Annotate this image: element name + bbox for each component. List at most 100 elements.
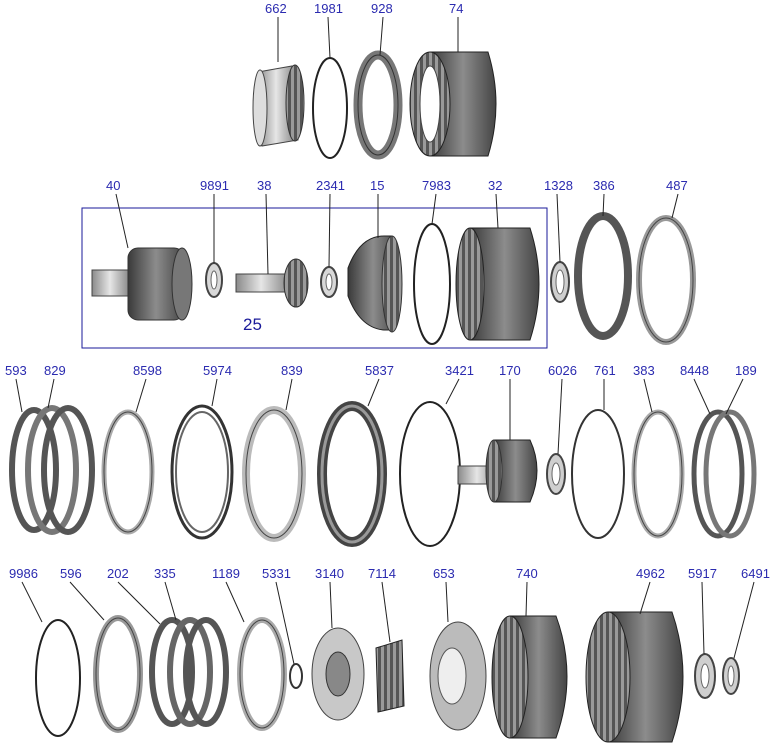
leader-5917 (701, 581, 705, 655)
leader-5331 (275, 581, 295, 665)
leader-8448 (693, 378, 711, 415)
part-label-1981: 1981 (314, 1, 343, 16)
part-829-clutch-pack (25, 405, 95, 535)
leader-8598 (135, 378, 147, 413)
leader-3421 (445, 378, 460, 405)
part-label-170: 170 (499, 363, 521, 378)
part-label-9891: 9891 (200, 178, 229, 193)
part-label-5837: 5837 (365, 363, 394, 378)
leader-189 (725, 378, 744, 415)
leader-6026 (557, 378, 563, 455)
leader-928 (379, 16, 384, 56)
leader-839 (285, 378, 293, 411)
part-label-3140: 3140 (315, 566, 344, 581)
leader-7114 (381, 581, 391, 643)
part-335-clutch-pack (167, 617, 229, 727)
leader-7983 (431, 193, 437, 225)
part-label-4962: 4962 (636, 566, 665, 581)
part-386-clutch-plate (574, 212, 632, 340)
leader-32 (495, 193, 499, 229)
leader-740 (525, 581, 528, 617)
part-label-829: 829 (44, 363, 66, 378)
part-1981-snap-ring (312, 57, 348, 159)
leader-1328 (556, 193, 561, 263)
part-2341-washer (320, 266, 338, 298)
part-653-hub (429, 621, 487, 731)
part-593-clutch-pack (9, 407, 59, 533)
part-38-shaft (235, 258, 309, 308)
part-6491-washer (722, 657, 740, 695)
part-label-5974: 5974 (203, 363, 232, 378)
leader-3140 (329, 581, 333, 629)
part-label-2341: 2341 (316, 178, 345, 193)
leader-487 (671, 193, 679, 219)
part-928-bearing (353, 50, 403, 160)
part-label-662: 662 (265, 1, 287, 16)
part-189-clutch-plate (703, 409, 757, 539)
part-839-piston-ring (242, 406, 306, 542)
leader-38 (265, 193, 269, 275)
part-170-gear-hub (457, 439, 538, 503)
part-3140-hub (311, 627, 365, 721)
leader-2341 (328, 193, 331, 268)
part-40-planetary-carrier (91, 247, 193, 321)
part-5917-washer (694, 653, 716, 699)
part-8598-steel-plate (101, 409, 155, 535)
part-1189-steel-plate (237, 617, 287, 731)
part-label-8598: 8598 (133, 363, 162, 378)
part-5837-piston (317, 401, 387, 547)
part-label-487: 487 (666, 178, 688, 193)
part-label-38: 38 (257, 178, 271, 193)
part-label-5917: 5917 (688, 566, 717, 581)
part-label-1328: 1328 (544, 178, 573, 193)
part-label-335: 335 (154, 566, 176, 581)
part-596-steel-plate (93, 615, 143, 733)
part-1328-washer (550, 261, 570, 303)
leader-40 (115, 193, 129, 249)
part-7983-snap-ring (413, 223, 451, 345)
part-label-6026: 6026 (548, 363, 577, 378)
part-label-596: 596 (60, 566, 82, 581)
leader-1189 (225, 581, 245, 623)
leader-9986 (21, 581, 43, 623)
part-label-74: 74 (449, 1, 463, 16)
leader-386 (602, 193, 605, 217)
part-label-202: 202 (107, 566, 129, 581)
leader-1981 (327, 16, 331, 59)
part-383-steel-plate (631, 409, 685, 539)
part-8448-clutch-plate (691, 409, 745, 539)
part-3421-snap-ring (399, 401, 461, 547)
leader-383 (643, 378, 653, 413)
part-32-drum (455, 227, 540, 341)
leader-5974 (211, 378, 218, 407)
group-box (81, 207, 548, 349)
part-label-653: 653 (433, 566, 455, 581)
leader-5837 (367, 378, 380, 407)
part-662-bearing (252, 64, 305, 147)
part-label-1189: 1189 (212, 566, 240, 581)
part-4962-drum (585, 611, 684, 743)
part-label-7114: 7114 (368, 566, 396, 581)
part-5974-seal-ring (170, 404, 234, 540)
part-label-928: 928 (371, 1, 393, 16)
part-9891-washer (205, 262, 223, 298)
part-label-7983: 7983 (422, 178, 451, 193)
part-74-drum (409, 51, 497, 157)
group-label: 25 (243, 315, 262, 334)
part-label-3421: 3421 (445, 363, 474, 378)
leader-202 (117, 581, 161, 625)
part-label-593: 593 (5, 363, 27, 378)
leader-829 (47, 378, 55, 409)
leader-653 (445, 581, 449, 623)
part-487-steel-plate (636, 215, 696, 345)
part-label-5331: 5331 (262, 566, 291, 581)
part-label-386: 386 (593, 178, 615, 193)
part-5331-clip (289, 663, 303, 689)
leader-6491 (733, 581, 755, 659)
part-label-40: 40 (106, 178, 120, 193)
part-15-planetary-gear (347, 235, 403, 333)
part-label-15: 15 (370, 178, 384, 193)
part-740-drum (491, 615, 568, 739)
leader-596 (69, 581, 105, 621)
